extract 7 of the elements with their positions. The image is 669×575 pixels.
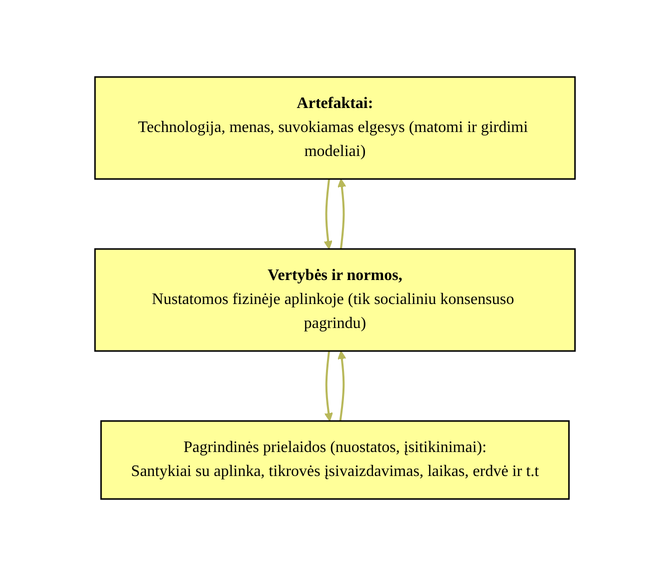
node-box: Pagrindinės prielaidos (nuostatos, įsitikinimai): Santykiai su aplinka, tikrovės įsivaizdavimas, laikas, erdvė ir t.t xyxy=(100,420,570,500)
node-box: Artefaktai: Technologija, menas, suvokiamas elgesys (matomi ir girdimi modeliai) xyxy=(94,76,576,180)
node-box: Vertybės ir normos, Nustatomos fizinėje aplinkoje (tik socialiniu konsensuso pagrindu) xyxy=(94,248,576,352)
arrow xyxy=(336,178,346,249)
arrow xyxy=(336,350,346,421)
arrow xyxy=(323,178,332,249)
arrow xyxy=(324,350,333,421)
